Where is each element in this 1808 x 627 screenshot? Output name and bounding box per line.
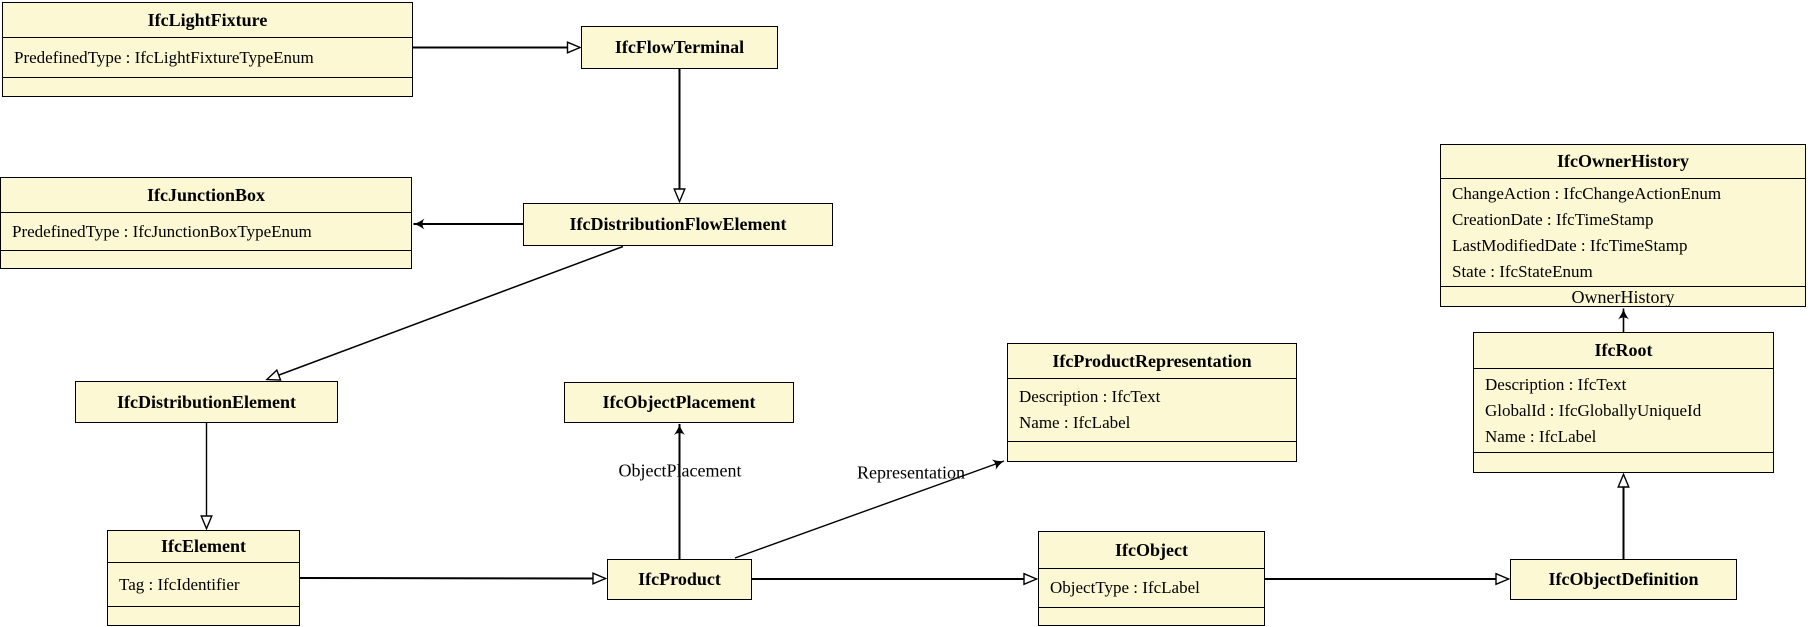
class-title: IfcProduct <box>608 560 751 599</box>
attribute-line: GlobalId : IfcGloballyUniqueId <box>1485 400 1702 420</box>
class-name-label: IfcJunctionBox <box>146 184 265 205</box>
class-ifc-junction-box: IfcJunctionBox PredefinedType : IfcJunct… <box>0 177 412 269</box>
class-name-label: IfcDistributionElement <box>117 391 296 412</box>
class-name-label: IfcElement <box>161 536 246 556</box>
class-attributes: Description : IfcText GlobalId : IfcGlob… <box>1474 369 1773 453</box>
attribute-line: Tag : IfcIdentifier <box>119 574 240 594</box>
class-empty-compartment <box>1 251 411 268</box>
class-ifc-object: IfcObject ObjectType : IfcLabel <box>1038 531 1265 626</box>
attribute-line: CreationDate : IfcTimeStamp <box>1452 209 1654 229</box>
class-ifc-distribution-element: IfcDistributionElement <box>75 381 338 423</box>
class-title: IfcDistributionFlowElement <box>524 204 832 245</box>
attribute-line: Name : IfcLabel <box>1485 426 1597 446</box>
edge-label-object-placement: ObjectPlacement <box>618 460 742 481</box>
class-attributes: Description : IfcText Name : IfcLabel <box>1008 379 1296 442</box>
attribute-line: LastModifiedDate : IfcTimeStamp <box>1452 235 1688 255</box>
class-name-label: IfcRoot <box>1594 340 1653 360</box>
class-title: IfcObjectPlacement <box>565 383 793 422</box>
class-title: IfcObject <box>1039 532 1264 569</box>
class-ifc-element: IfcElement Tag : IfcIdentifier <box>107 530 300 626</box>
class-name-label: IfcDistributionFlowElement <box>569 214 787 234</box>
class-title: IfcElement <box>108 531 299 563</box>
class-ifc-root: IfcRoot Description : IfcText GlobalId :… <box>1473 332 1774 473</box>
class-title: IfcFlowTerminal <box>582 27 777 68</box>
class-name-label: IfcLightFixture <box>147 9 268 30</box>
class-title: IfcProductRepresentation <box>1008 344 1296 379</box>
class-ifc-flow-terminal: IfcFlowTerminal <box>581 26 778 69</box>
class-name-label: IfcOwnerHistory <box>1557 151 1689 171</box>
attribute-line: Description : IfcText <box>1019 387 1161 406</box>
class-attributes: ChangeAction : IfcChangeActionEnum Creat… <box>1441 179 1805 287</box>
attribute-line: Name : IfcLabel <box>1019 413 1131 432</box>
class-title: IfcObjectDefinition <box>1511 560 1736 599</box>
class-empty-compartment <box>3 78 412 96</box>
class-empty-compartment <box>1039 608 1264 625</box>
edge-label-representation: Representation <box>857 462 965 483</box>
class-empty-compartment <box>1008 442 1296 461</box>
attribute-line: ChangeAction : IfcChangeActionEnum <box>1452 183 1722 203</box>
class-ifc-owner-history: IfcOwnerHistory ChangeAction : IfcChange… <box>1440 144 1806 307</box>
class-name-label: IfcObjectDefinition <box>1548 569 1699 589</box>
class-name-label: IfcObjectPlacement <box>602 392 756 412</box>
class-name-label: IfcFlowTerminal <box>614 37 745 57</box>
class-ifc-object-placement: IfcObjectPlacement <box>564 382 794 423</box>
attribute-line: Description : IfcText <box>1485 374 1627 394</box>
class-attributes: Tag : IfcIdentifier <box>108 563 299 607</box>
class-title: IfcJunctionBox <box>1 178 411 213</box>
class-ifc-object-definition: IfcObjectDefinition <box>1510 559 1737 600</box>
class-attributes: ObjectType : IfcLabel <box>1039 569 1264 608</box>
class-name-label: IfcProductRepresentation <box>1052 350 1252 371</box>
class-empty-compartment <box>1474 453 1773 472</box>
class-ifc-product: IfcProduct <box>607 559 752 600</box>
class-ifc-product-representation: IfcProductRepresentation Description : I… <box>1007 343 1297 462</box>
attribute-line: PredefinedType : IfcJunctionBoxTypeEnum <box>12 221 312 241</box>
attribute-line: State : IfcStateEnum <box>1452 261 1593 281</box>
class-title: IfcLightFixture <box>3 3 412 38</box>
class-name-label: IfcProduct <box>638 569 721 589</box>
edge-element-product <box>299 578 606 579</box>
class-ifc-distribution-flow-element: IfcDistributionFlowElement <box>523 203 833 246</box>
edge-label-owner-history: OwnerHistory <box>1571 287 1675 307</box>
attribute-line: ObjectType : IfcLabel <box>1050 578 1200 597</box>
class-title: IfcOwnerHistory <box>1441 145 1805 179</box>
class-title: IfcDistributionElement <box>76 382 337 422</box>
class-name-label: IfcObject <box>1115 539 1188 560</box>
class-attributes: PredefinedType : IfcJunctionBoxTypeEnum <box>1 213 411 251</box>
attribute-line: PredefinedType : IfcLightFixtureTypeEnum <box>14 47 314 67</box>
class-ifc-light-fixture: IfcLightFixture PredefinedType : IfcLigh… <box>2 2 413 97</box>
class-empty-compartment <box>108 607 299 625</box>
class-title: IfcRoot <box>1474 333 1773 369</box>
class-attributes: PredefinedType : IfcLightFixtureTypeEnum <box>3 38 412 78</box>
